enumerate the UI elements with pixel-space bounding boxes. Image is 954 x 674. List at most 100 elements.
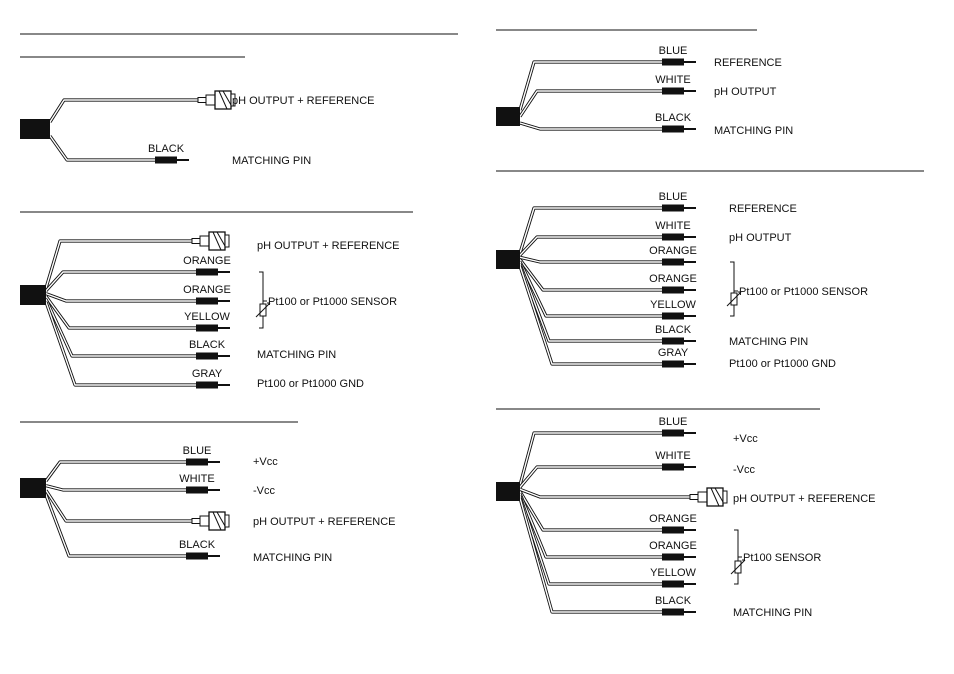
wire-plug	[662, 337, 684, 345]
wire-color-label: BLUE	[183, 445, 212, 457]
wire-color-label: ORANGE	[649, 245, 697, 257]
wire-color-label: YELLOW	[650, 299, 696, 311]
wire-color-label: BLUE	[659, 416, 688, 428]
terminal-label: MATCHING PIN	[253, 552, 332, 564]
wiring-diagram-d6: BLUEWHITEORANGEORANGEYELLOWBLACK+Vcc-Vcc…	[496, 416, 876, 619]
wire-color-label: BLACK	[655, 112, 692, 124]
wire-plug	[662, 233, 684, 241]
wire-outline	[518, 497, 662, 614]
terminal-label: -Vcc	[733, 464, 756, 476]
wire-core	[519, 259, 662, 291]
wire-core	[519, 263, 662, 342]
wire-core	[519, 265, 662, 365]
wire-core	[45, 301, 196, 386]
terminal-label: pH OUTPUT + REFERENCE	[253, 516, 396, 528]
wire-plug	[662, 360, 684, 368]
terminal-label: MATCHING PIN	[733, 607, 812, 619]
wiring-diagram-d5: BLUEWHITEORANGEORANGEYELLOWBLACKGRAYREFE…	[496, 191, 868, 370]
bnc-bayonet	[216, 231, 226, 247]
wire-plug	[662, 580, 684, 588]
wire-color-label: WHITE	[655, 220, 690, 232]
sensor-label: Pt100 or Pt1000 SENSOR	[739, 286, 868, 298]
wire-color-label: ORANGE	[183, 284, 231, 296]
bnc-tip	[224, 514, 230, 528]
terminal-label: Pt100 or Pt1000 GND	[729, 358, 836, 370]
wire-outline	[519, 487, 690, 499]
terminal-label: +Vcc	[733, 433, 758, 445]
bnc-ferrule	[191, 518, 201, 524]
bnc-body	[697, 491, 708, 503]
wire-core	[45, 484, 186, 491]
wiring-diagram-d2: ORANGE ORANGE YELLOW BLACK GRAY pH OUTPUT + R…	[20, 231, 400, 390]
wire-color-label: WHITE	[655, 74, 690, 86]
wire-outline	[44, 460, 186, 482]
wire-color-label: BLACK	[189, 339, 226, 351]
wire-core	[49, 135, 155, 161]
terminal-label: +Vcc	[253, 456, 278, 468]
wire-plug	[186, 486, 208, 494]
wire-core	[519, 497, 662, 613]
wire-core	[519, 207, 662, 254]
wire-outline	[44, 494, 186, 558]
wire-color-label: GRAY	[192, 368, 223, 380]
wire-core	[519, 466, 662, 488]
terminal-label: MATCHING PIN	[257, 349, 336, 361]
wire-plug	[662, 58, 684, 66]
sensor-bracket	[734, 529, 739, 585]
wire-color-label: YELLOW	[184, 311, 230, 323]
wire-plug	[662, 258, 684, 266]
wire-color-label: BLUE	[659, 45, 688, 57]
wire-outline	[44, 301, 196, 387]
wire-outline	[518, 60, 662, 111]
thermistor-icon	[730, 559, 746, 575]
wire-core	[519, 488, 690, 498]
wire-outline	[518, 258, 662, 292]
terminal-label: REFERENCE	[714, 57, 782, 69]
wire-core	[45, 271, 196, 292]
cable-jacket	[496, 250, 520, 269]
wire-outline	[48, 135, 155, 162]
terminal-label: pH OUTPUT + REFERENCE	[733, 493, 876, 505]
wire-plug	[196, 297, 218, 305]
terminal-label: pH OUTPUT + REFERENCE	[257, 240, 400, 252]
wire-core	[519, 236, 662, 256]
terminal-label: Pt100 or Pt1000 GND	[257, 378, 364, 390]
wire-color-label: ORANGE	[183, 255, 231, 267]
wire-core	[45, 295, 196, 329]
wire-plug	[662, 553, 684, 561]
wire-core	[519, 261, 662, 317]
wire-plug	[662, 125, 684, 133]
bnc-body	[199, 515, 210, 527]
terminal-label: pH OUTPUT	[729, 232, 792, 244]
wire-core	[45, 494, 186, 557]
sensor-label: Pt100 SENSOR	[743, 552, 821, 564]
bnc-bayonet	[710, 487, 720, 507]
cable-jacket	[20, 285, 46, 305]
wire-color-label: BLACK	[655, 595, 692, 607]
wire-plug	[662, 87, 684, 95]
wire-outline	[518, 465, 662, 489]
wire-color-label: GRAY	[658, 347, 689, 359]
wire-core	[519, 491, 662, 531]
bnc-tip	[230, 93, 236, 107]
wire-plug	[662, 204, 684, 212]
wire-core	[49, 99, 198, 123]
terminal-label: MATCHING PIN	[714, 125, 793, 137]
wire-outline	[518, 235, 662, 257]
wire-outline	[44, 270, 196, 292]
wire-core	[519, 61, 662, 111]
bnc-ferrule	[689, 494, 699, 500]
wire-plug	[186, 458, 208, 466]
wire-color-label: YELLOW	[650, 567, 696, 579]
sensor-bracket	[730, 261, 735, 317]
wire-core	[45, 461, 186, 482]
cable-jacket	[496, 107, 520, 126]
bnc-ferrule	[191, 238, 201, 244]
sensor-label: Pt100 or Pt1000 SENSOR	[268, 296, 397, 308]
bnc-bayonet	[714, 487, 724, 503]
wire-color-label: ORANGE	[649, 513, 697, 525]
